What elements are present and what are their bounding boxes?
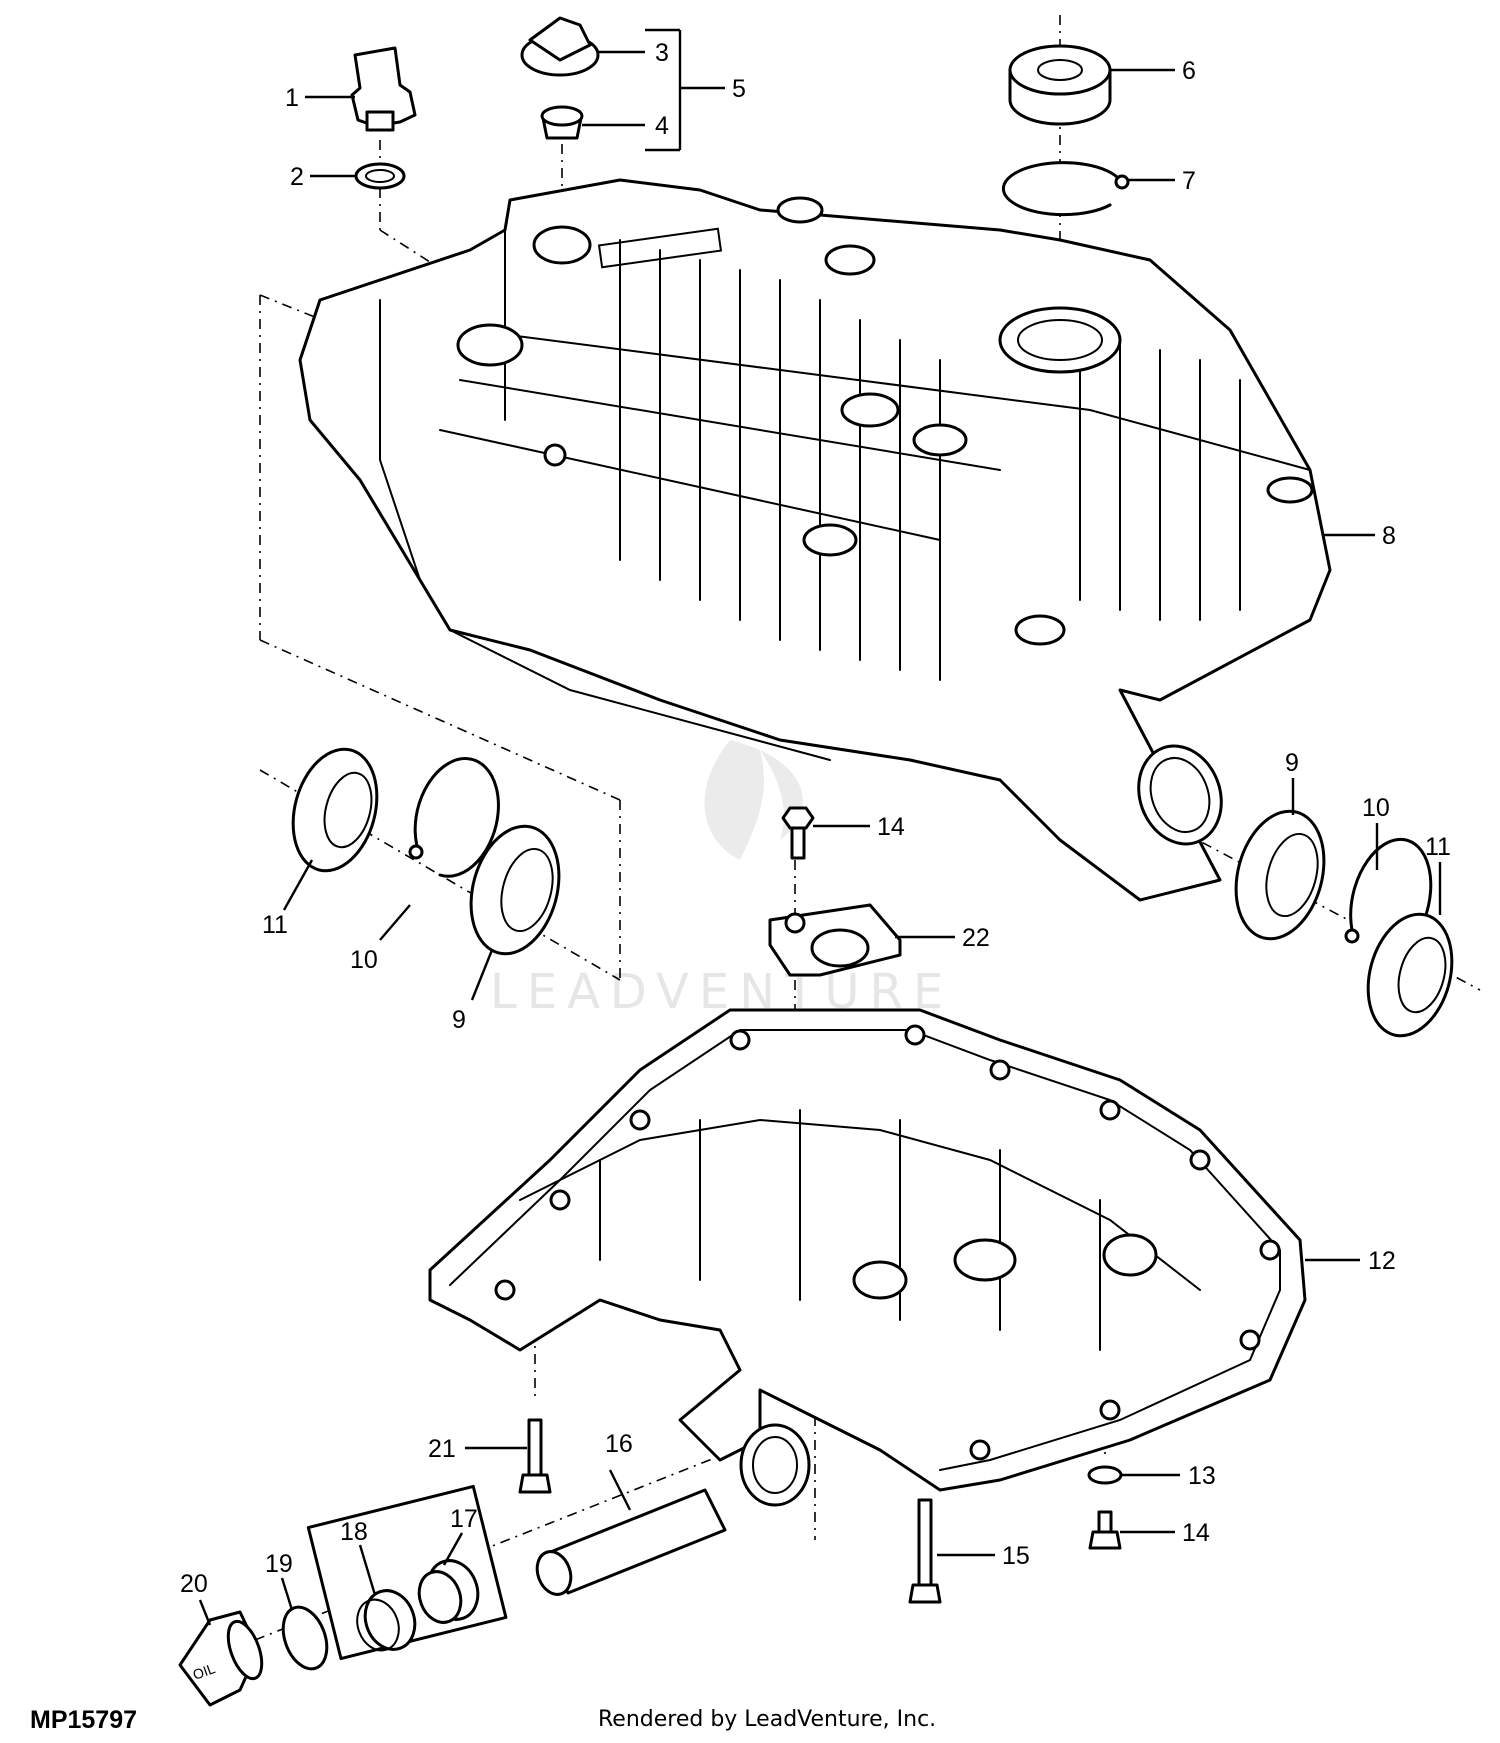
bearing-9-left	[469, 824, 561, 956]
o-ring-19	[281, 1605, 329, 1671]
callout-19: 19	[265, 1550, 293, 1578]
callout-15: 15	[1002, 1542, 1030, 1570]
bolt-21	[518, 1418, 552, 1494]
seal-11-right	[1366, 912, 1454, 1038]
render-credit: Rendered by LeadVenture, Inc.	[598, 1707, 936, 1732]
callout-20: 20	[180, 1570, 208, 1598]
screw-14-top	[781, 806, 815, 860]
callout-14-top: 14	[877, 813, 905, 841]
leader-lines	[198, 50, 1442, 1626]
callout-13: 13	[1188, 1462, 1216, 1490]
callout-8: 8	[1382, 522, 1396, 550]
bracket-22	[768, 903, 902, 977]
callout-11-left: 11	[262, 911, 288, 939]
figure-id: MP15797	[30, 1706, 137, 1734]
callout-22: 22	[962, 924, 990, 952]
callout-3: 3	[655, 39, 669, 67]
screw-14-bottom	[1088, 1510, 1122, 1550]
fill-plug-20: OIL	[178, 1610, 264, 1707]
svg-text:OIL: OIL	[191, 1660, 218, 1683]
callout-9-right: 9	[1285, 749, 1299, 777]
seal-6	[1008, 44, 1112, 126]
callout-12: 12	[1368, 1247, 1396, 1275]
plug-1	[350, 46, 417, 132]
callout-2: 2	[290, 163, 304, 191]
callout-4: 4	[655, 112, 669, 140]
callout-labels: 1 2 3 4 5 6 7 8 9 10 11 9 10 11 12 13 14…	[180, 39, 1451, 1598]
plug-4	[540, 105, 584, 140]
callout-18: 18	[340, 1518, 368, 1546]
washer-13	[1087, 1465, 1123, 1485]
upper-case-8	[298, 178, 1332, 902]
callout-16: 16	[605, 1430, 633, 1458]
bearing-9-right	[1234, 809, 1326, 941]
seal-11-left	[291, 747, 379, 873]
callout-14-bottom: 14	[1182, 1519, 1210, 1547]
callout-1: 1	[285, 84, 299, 112]
retaining-ring-7	[1001, 161, 1130, 217]
callout-17: 17	[450, 1505, 478, 1533]
callout-5: 5	[732, 75, 746, 103]
callout-21: 21	[428, 1435, 456, 1463]
callout-6: 6	[1182, 57, 1196, 85]
ring-10-left	[408, 757, 500, 878]
seal-17	[417, 1559, 480, 1624]
seal-18	[356, 1589, 417, 1652]
cap-3	[520, 16, 600, 77]
bolt-15	[908, 1498, 942, 1604]
callout-7: 7	[1182, 167, 1196, 195]
callout-9-left: 9	[452, 1006, 466, 1034]
callout-11-right: 11	[1425, 833, 1451, 861]
bracket-5	[645, 28, 682, 152]
o-ring-2	[354, 162, 406, 190]
tube-16	[535, 1488, 727, 1596]
lower-housing-12	[428, 1008, 1307, 1507]
callout-10-left: 10	[350, 946, 378, 974]
callout-10-right: 10	[1362, 794, 1390, 822]
watermark-flame-icon	[704, 740, 803, 860]
